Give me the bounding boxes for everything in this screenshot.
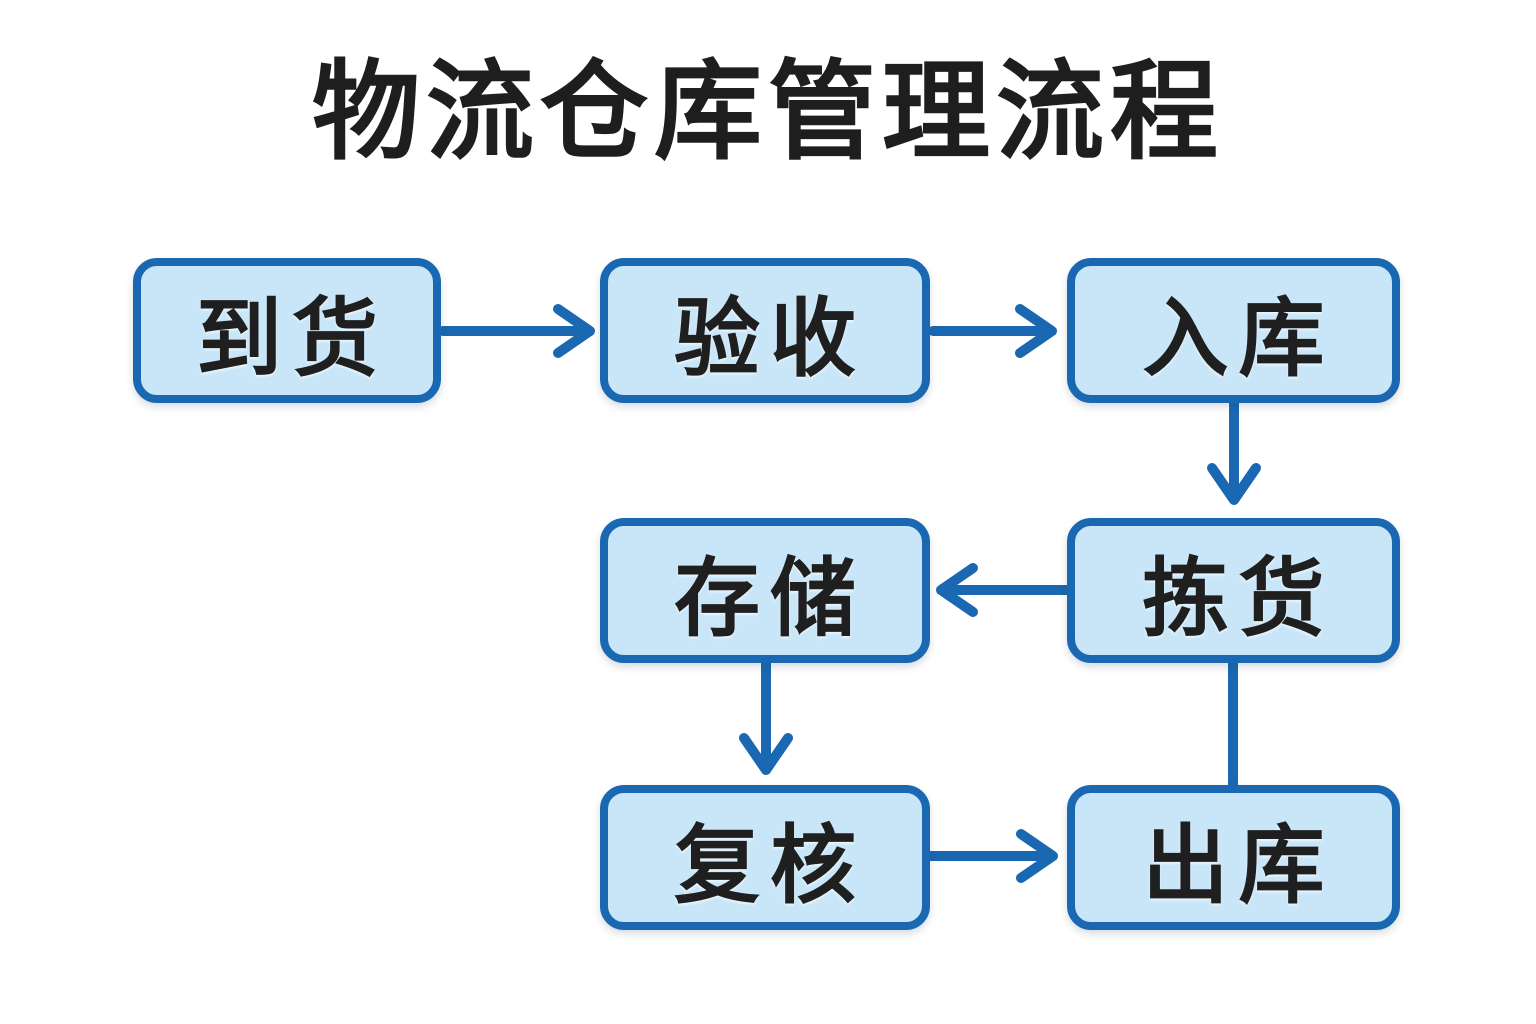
arrow-inbound-to-picking bbox=[1207, 398, 1261, 505]
node-picking: 拣货 bbox=[1067, 518, 1400, 663]
node-picking-label: 拣货 bbox=[1142, 551, 1335, 647]
arrow-picking-to-storage bbox=[936, 563, 1072, 617]
node-recheck: 复核 bbox=[600, 785, 930, 930]
arrow-arrival-to-inspection bbox=[438, 304, 595, 358]
node-arrival: 到货 bbox=[133, 258, 441, 403]
node-outbound: 出库 bbox=[1067, 785, 1400, 930]
node-recheck-label: 复核 bbox=[674, 818, 866, 914]
node-inbound: 入库 bbox=[1067, 258, 1400, 403]
arrow-storage-to-recheck bbox=[739, 658, 793, 775]
diagram-title: 物流仓库管理流程 bbox=[311, 51, 1224, 172]
node-inspection-label: 验收 bbox=[674, 291, 866, 387]
node-storage-label: 存储 bbox=[674, 551, 866, 647]
node-storage: 存储 bbox=[600, 518, 930, 663]
node-inspection: 验收 bbox=[600, 258, 930, 403]
node-inbound-label: 入库 bbox=[1142, 291, 1335, 387]
arrow-inspection-to-inbound bbox=[928, 304, 1057, 358]
node-outbound-label: 出库 bbox=[1142, 818, 1335, 914]
node-arrival-label: 到货 bbox=[196, 291, 388, 387]
arrow-recheck-to-outbound bbox=[925, 829, 1058, 883]
